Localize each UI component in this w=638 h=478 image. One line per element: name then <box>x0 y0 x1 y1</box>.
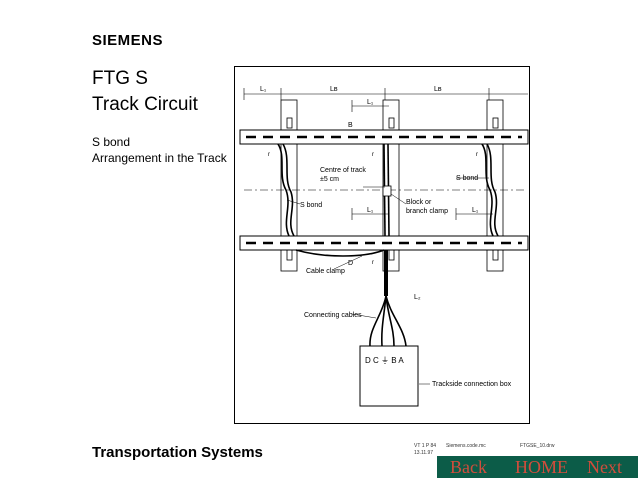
label-r-3: r <box>476 152 478 158</box>
drawing-file: FTGSE_10.drw <box>520 443 555 449</box>
drawing-date: 13.11.97 <box>414 450 434 456</box>
label-r-2: r <box>372 152 374 158</box>
trackside-connection-box <box>359 345 419 407</box>
dim-label-l1-mid: L₁ <box>367 207 374 214</box>
subtitle-line1: S bond <box>92 135 131 149</box>
label-cable-clamp: Cable clamp <box>306 268 345 275</box>
label-l2: L₂ <box>414 294 421 301</box>
label-connecting-cables: Connecting cables <box>304 312 362 319</box>
next-button[interactable]: Next <box>587 457 622 477</box>
label-s-bond-left: S bond <box>300 202 322 209</box>
footer-label: Transportation Systems <box>92 444 263 461</box>
label-centre-of-track: Centre of track <box>320 167 366 174</box>
block-clamp <box>382 185 392 197</box>
page-title-line1: FTG S <box>92 68 148 89</box>
dimension-lines <box>243 88 528 220</box>
dim-label-l1-top: L₁ <box>367 99 374 106</box>
connecting-cable-bundle <box>369 250 407 347</box>
dim-label-l1-right: L₁ <box>472 207 479 214</box>
label-block-clamp-1: Block or <box>406 199 432 206</box>
drawing-code: VT 1 P 84 <box>414 443 437 449</box>
home-button[interactable]: HOME <box>515 457 568 477</box>
drawing-source: Siemens.code.mc <box>446 443 486 449</box>
dim-label-lb-right: Lʙ <box>434 86 442 93</box>
dim-label-lb-left: Lʙ <box>330 86 338 93</box>
subtitle-line2: Arrangement in the Track <box>92 151 227 165</box>
nav-bar <box>437 456 638 478</box>
label-r-4: r <box>372 260 374 266</box>
page-title-line2: Track Circuit <box>92 94 198 115</box>
leader-lines <box>286 177 489 385</box>
label-trackside-box: Trackside connection box <box>432 381 512 388</box>
label-tolerance: ±5 cm <box>320 176 339 183</box>
current-path <box>246 135 522 245</box>
back-button[interactable]: Back <box>450 457 487 477</box>
label-r-1: r <box>268 152 270 158</box>
brand-logo-text: SIEMENS <box>92 32 164 49</box>
label-b: B <box>348 122 353 129</box>
label-s-bond-right: S bond <box>456 175 478 182</box>
box-terminal-labels: D C ⏚ B A <box>365 356 404 365</box>
label-d: D <box>348 260 353 267</box>
dim-label-l1-left: L₁ <box>260 86 267 93</box>
label-block-clamp-2: branch clamp <box>406 208 448 215</box>
track-circuit-diagram: L₁ Lʙ Lʙ L₁ L₁ L₁ B D r r r r Centre of … <box>234 66 530 424</box>
